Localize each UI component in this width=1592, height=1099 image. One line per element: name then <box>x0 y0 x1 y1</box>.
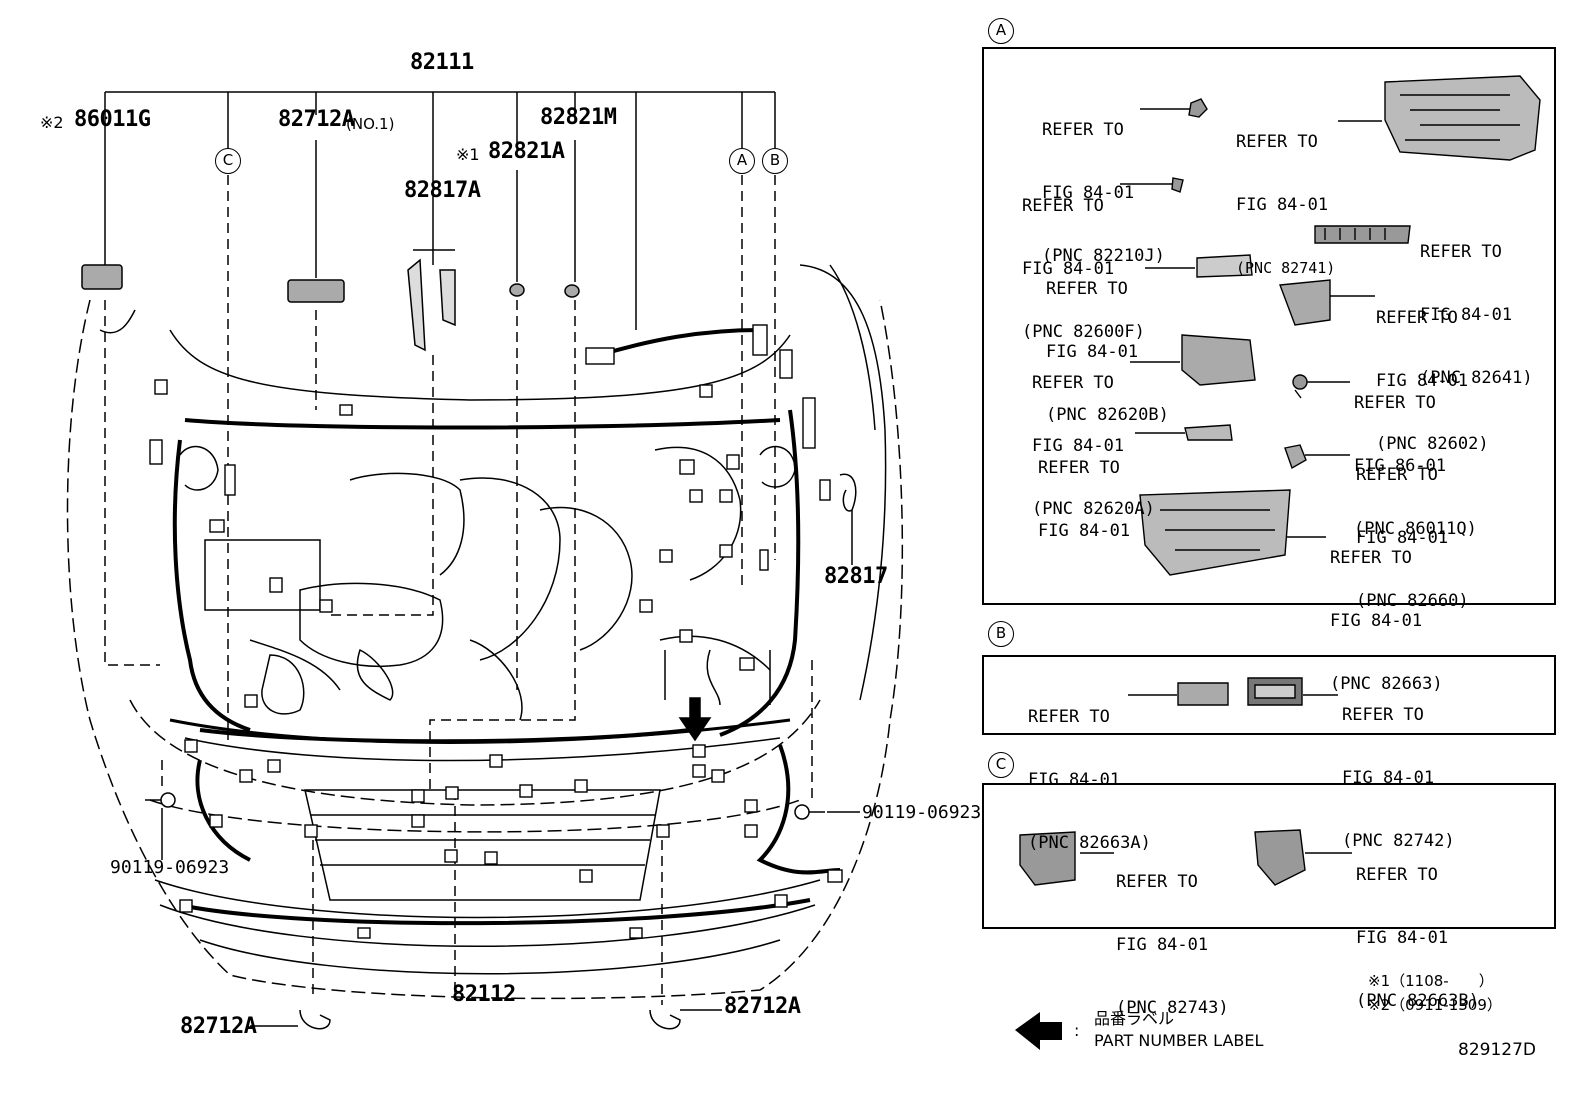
marker-c: C <box>215 148 241 174</box>
legend-colon: : <box>1074 1021 1080 1040</box>
panel-a-ref-nopnc: REFER TO FIG 84-01 <box>1038 416 1130 563</box>
legend-en: PART NUMBER LABEL <box>1094 1031 1264 1050</box>
ref-line: FIG 84-01 <box>1038 521 1131 541</box>
ref-line: (PNC 82602) <box>1376 434 1489 454</box>
panel-a-ref-82210j: REFER TO FIG 84-01 (PNC 82210J) <box>1042 78 1165 288</box>
ref-line: REFER TO <box>1032 373 1114 393</box>
ref-line: REFER TO <box>1116 872 1198 892</box>
ref-line: (PNC 82743) <box>1116 998 1229 1018</box>
ref-line: REFER TO <box>1376 308 1458 328</box>
callout-90119-right: 90119-06923 <box>862 802 982 823</box>
panel-a-ref-82741: REFER TO FIG 84-01 (PNC 82741) <box>1236 90 1335 300</box>
panel-c <box>982 783 1556 929</box>
ref-line: (PNC 82663B) <box>1356 991 1479 1011</box>
callout-82112: 82112 <box>452 982 516 1007</box>
ref-line: FIG 84-01 <box>1032 436 1125 456</box>
marker-b: B <box>762 148 788 174</box>
ref-line: FIG 84-01 <box>1356 928 1449 948</box>
panel-c-marker: C <box>988 752 1014 778</box>
panel-b-ref-82663a: REFER TO FIG 84-01 (PNC 82663A) <box>1028 665 1151 875</box>
callout-82821a: 82821A <box>488 139 565 164</box>
marker-a: A <box>729 148 755 174</box>
panel-b-marker: B <box>988 621 1014 647</box>
ref-line: (PNC 82600F) <box>1022 322 1145 342</box>
ref-line: REFER TO <box>1042 120 1124 140</box>
ref-line: (PNC 82620A) <box>1032 499 1155 519</box>
figure-code: 829127D <box>1458 1040 1536 1060</box>
ref-line: REFER TO <box>1420 242 1502 262</box>
ref-line: FIG 84-01 <box>1028 770 1121 790</box>
panel-a-ref-82620a: REFER TO FIG 84-01 (PNC 82620A) <box>1032 331 1155 541</box>
ref-line: (PNC 82742) <box>1342 831 1455 851</box>
callout-82821m: 82821M <box>540 105 617 130</box>
ref-line: FIG 84-01 <box>1420 305 1513 325</box>
ref-line: REFER TO <box>1330 548 1412 568</box>
panel-a-ref-82620b: REFER TO FIG 84-01 (PNC 82620B) <box>1046 237 1169 447</box>
note-2: ※2（0911-1309） <box>1368 996 1502 1014</box>
panel-a <box>982 47 1556 605</box>
callout-82712a-no1: 82712A <box>278 107 355 132</box>
callout-90119-left: 90119-06923 <box>110 857 230 878</box>
callout-82712a-right: 82712A <box>724 994 801 1019</box>
ref-line: (PNC 82620B) <box>1046 405 1169 425</box>
ref-line: (PNC 82641) <box>1420 368 1533 388</box>
ref-line: FIG 84-01 <box>1042 183 1135 203</box>
ref-line: REFER TO <box>1022 196 1104 216</box>
ref-line: REFER TO <box>1236 132 1318 152</box>
ref-line: (PNC 86011Q) <box>1354 519 1477 539</box>
ref-line: REFER TO <box>1028 707 1110 727</box>
ref-line: (PNC 82741) <box>1236 259 1336 277</box>
callout-82111: 82111 <box>410 50 474 75</box>
note-1: ※1（1108- ） <box>1368 972 1494 990</box>
ref-line: FIG 84-01 <box>1236 195 1329 215</box>
ref-line: REFER TO <box>1342 705 1424 725</box>
panel-a-ref-82660: REFER TO FIG 84-01 (PNC 82660) <box>1356 423 1469 633</box>
ref-line: REFER TO <box>1354 393 1436 413</box>
panel-c-ref-82663b: REFER TO FIG 84-01 (PNC 82663B) <box>1356 823 1479 1033</box>
panel-b <box>982 655 1556 735</box>
panel-a-ref-86011q: REFER TO FIG 86-01 (PNC 86011Q) <box>1354 351 1477 561</box>
callout-82712a-left: 82712A <box>180 1014 257 1039</box>
panel-a-marker: A <box>988 18 1014 44</box>
callout-86011g: 86011G <box>74 107 151 132</box>
ref-line: FIG 84-01 <box>1330 611 1423 631</box>
panel-a-ref-82663: REFER TO FIG 84-01 (PNC 82663) <box>1330 506 1443 716</box>
ref-line: (PNC 82663) <box>1330 674 1443 694</box>
callout-86011g-mark: ※2 <box>40 110 64 134</box>
callout-82817a: 82817A <box>404 178 481 203</box>
ref-line: FIG 84-01 <box>1376 371 1469 391</box>
panel-a-ref-82600f: REFER TO FIG 84-01 (PNC 82600F) <box>1022 154 1145 364</box>
ref-line: (PNC 82660) <box>1356 591 1469 611</box>
ref-line: REFER TO <box>1356 465 1438 485</box>
callout-82821a-mark: ※1 <box>456 145 480 164</box>
legend-jp: 品番ラベル <box>1094 1009 1175 1028</box>
ref-line: (PNC 82210J) <box>1042 246 1165 266</box>
ref-line: REFER TO <box>1046 279 1128 299</box>
callout-82817: 82817 <box>824 564 888 589</box>
ref-line: (PNC 82663A) <box>1028 833 1151 853</box>
ref-line: FIG 84-01 <box>1046 342 1139 362</box>
ref-line: REFER TO <box>1356 865 1438 885</box>
ref-line: FIG 84-01 <box>1116 935 1209 955</box>
callout-82712a-no1-sub: (NO.1) <box>346 115 395 133</box>
ref-line: REFER TO <box>1038 458 1120 478</box>
ref-line: FIG 84-01 <box>1356 528 1449 548</box>
ref-line: FIG 86-01 <box>1354 456 1447 476</box>
note-mark-2: ※2 <box>40 113 64 132</box>
panel-a-ref-82602: REFER TO FIG 84-01 (PNC 82602) <box>1376 266 1489 476</box>
panel-c-ref-82743: REFER TO FIG 84-01 (PNC 82743) <box>1116 830 1229 1040</box>
ref-line: FIG 84-01 <box>1022 259 1115 279</box>
panel-a-ref-82641: REFER TO FIG 84-01 (PNC 82641) <box>1420 200 1533 410</box>
